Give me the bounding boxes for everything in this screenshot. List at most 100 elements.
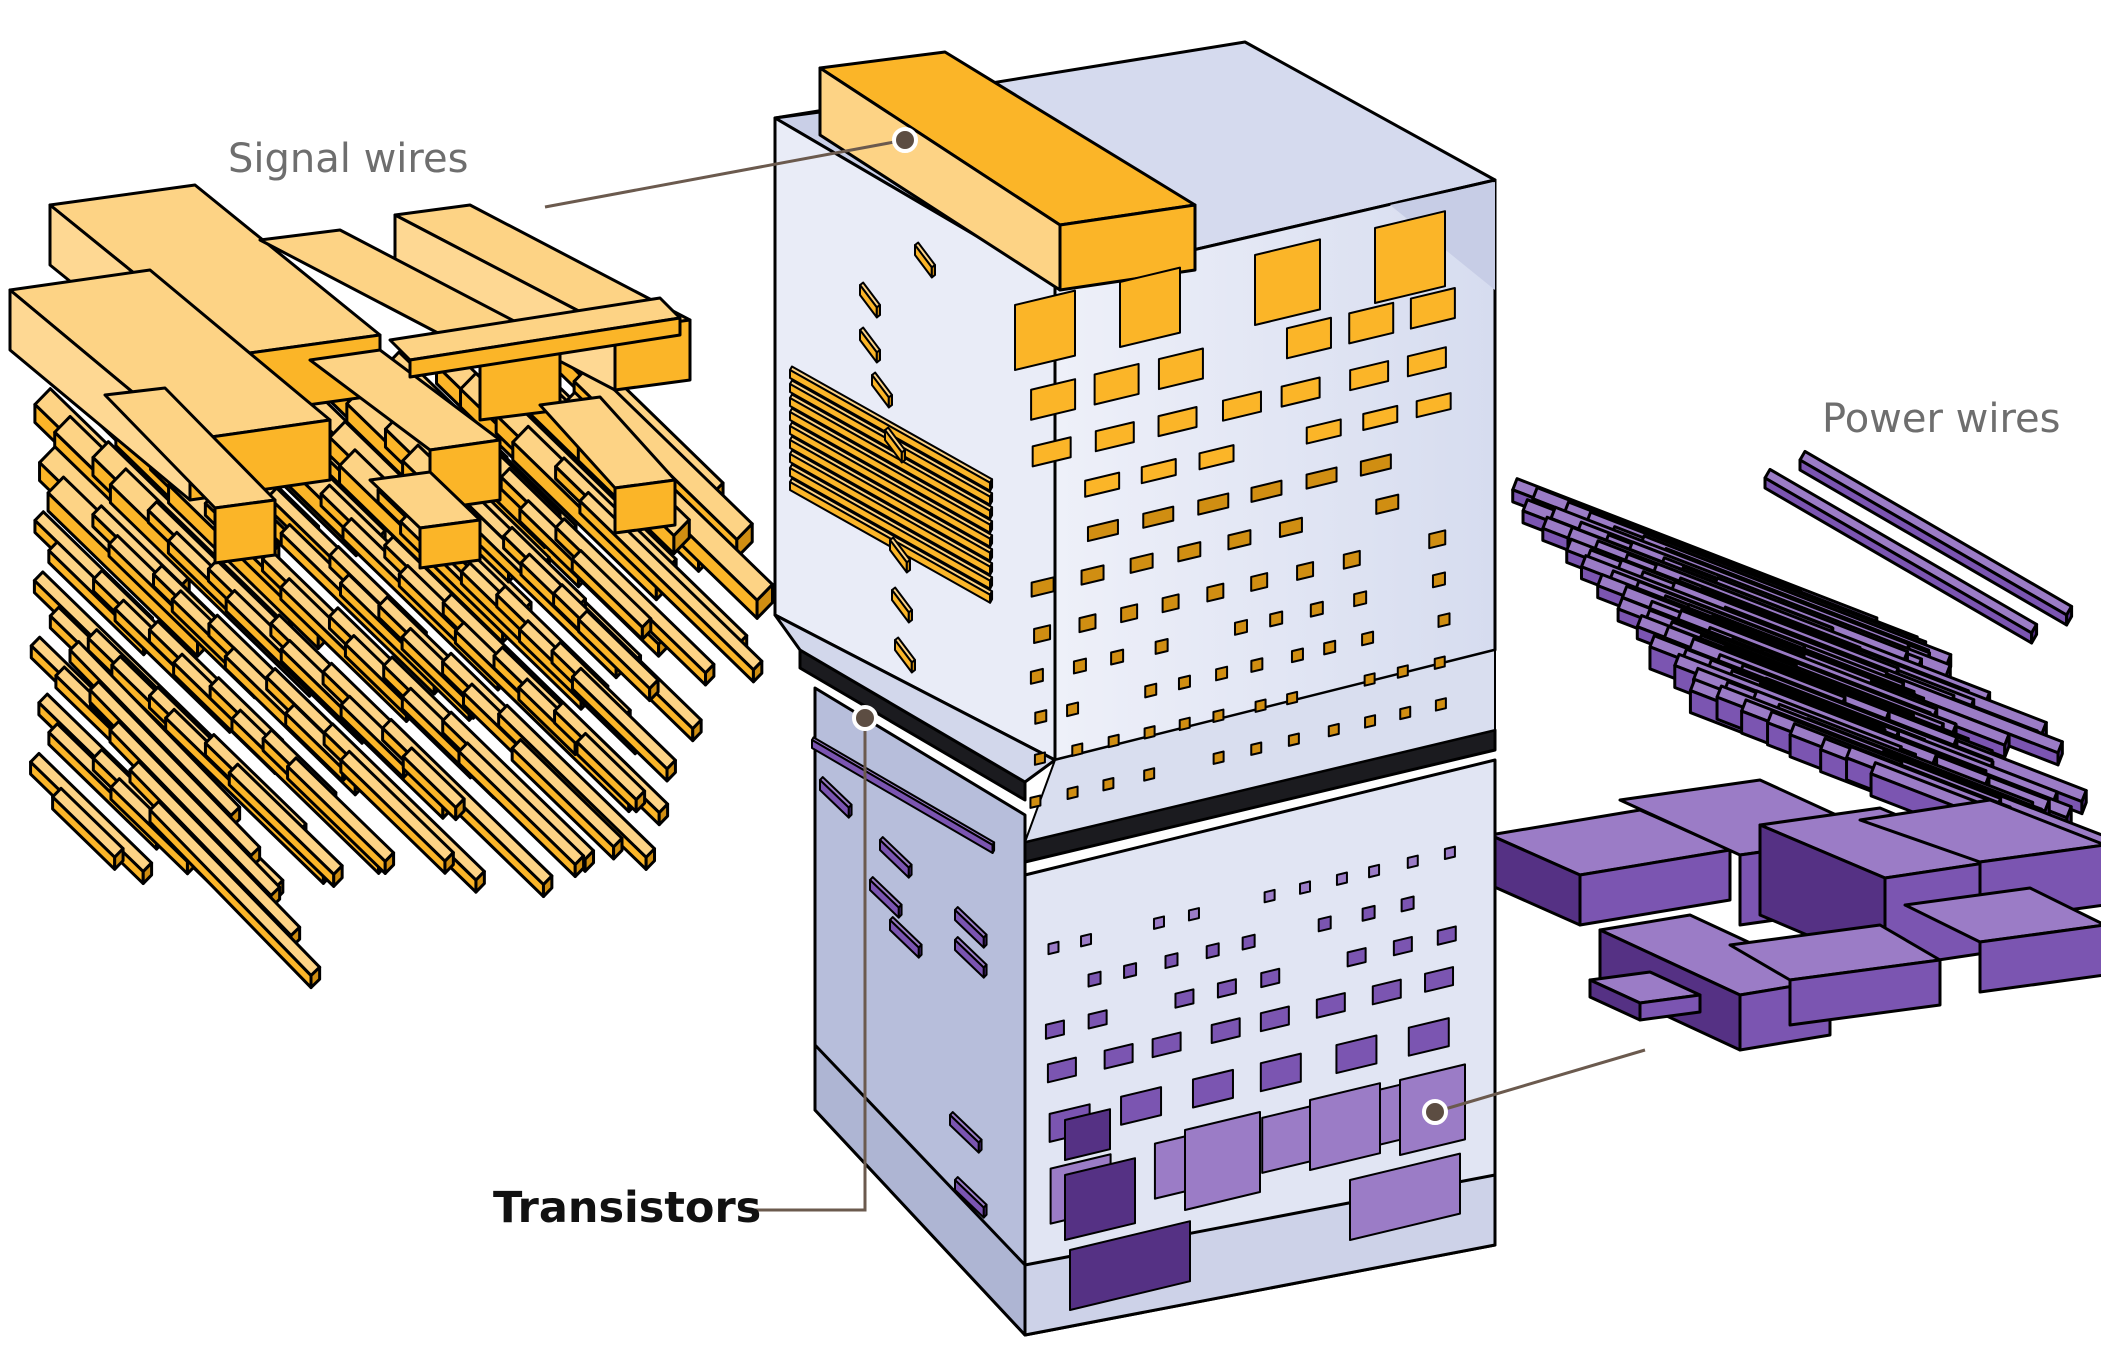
signal-pad bbox=[1348, 301, 1395, 345]
signal-pad bbox=[1102, 776, 1115, 792]
signal-pad bbox=[1285, 316, 1332, 360]
power-pad bbox=[1361, 904, 1376, 922]
signal-wire bbox=[443, 851, 455, 875]
leader-dot-icon bbox=[1422, 1099, 1448, 1125]
power-pad bbox=[1064, 1157, 1136, 1241]
signal-trace bbox=[989, 548, 994, 562]
signal-trace bbox=[910, 659, 916, 674]
signal-wire bbox=[583, 849, 596, 873]
signal-pad bbox=[1030, 378, 1077, 421]
power-wire bbox=[2056, 740, 2064, 767]
signal-pad bbox=[1254, 698, 1267, 713]
signal-pad bbox=[1140, 458, 1177, 485]
signal-pad bbox=[1342, 549, 1361, 570]
signal-pad bbox=[1034, 709, 1048, 725]
signal-pad bbox=[1029, 667, 1044, 685]
signal-trace bbox=[989, 492, 994, 506]
signal-pad bbox=[1066, 785, 1079, 800]
power-pad bbox=[1184, 1111, 1261, 1211]
signal-wire bbox=[644, 847, 657, 871]
power-pad bbox=[1335, 1034, 1378, 1075]
signal-pad bbox=[1072, 657, 1087, 675]
power-pad bbox=[1309, 1082, 1381, 1171]
signal-pad bbox=[1142, 505, 1175, 529]
signal-wire bbox=[573, 854, 586, 879]
signal-pad bbox=[1309, 600, 1324, 618]
transistors-label: Transistors bbox=[493, 1183, 761, 1233]
signal-pad bbox=[1433, 655, 1446, 670]
power-pad bbox=[1069, 1220, 1191, 1311]
signal-pad bbox=[1254, 238, 1321, 326]
signal-trace bbox=[900, 449, 906, 464]
signal-wire bbox=[755, 583, 774, 620]
power-wire bbox=[2065, 604, 2074, 627]
signal-wire bbox=[383, 851, 396, 875]
power-pad bbox=[1187, 907, 1200, 922]
signal-pad bbox=[1409, 287, 1456, 330]
power-trace bbox=[991, 841, 996, 854]
signal-pad bbox=[1198, 444, 1235, 471]
signal-pad bbox=[1033, 624, 1052, 645]
power-pad bbox=[1210, 1017, 1241, 1044]
signal-pad bbox=[1250, 479, 1283, 503]
signal-trace bbox=[875, 304, 881, 319]
signal-pad bbox=[1206, 582, 1225, 603]
signal-pad bbox=[1286, 690, 1299, 706]
signal-pad bbox=[1278, 516, 1303, 539]
signal-pad bbox=[1030, 576, 1055, 598]
signal-pad bbox=[1359, 453, 1392, 477]
signal-pad bbox=[1110, 648, 1125, 666]
power-pad bbox=[1406, 854, 1419, 869]
power-pad bbox=[1368, 863, 1381, 879]
signal-trace bbox=[989, 590, 994, 604]
signal-pad bbox=[1327, 722, 1340, 738]
signal-pad bbox=[1154, 637, 1169, 655]
leader-dot-icon bbox=[892, 127, 918, 153]
power-pad bbox=[1151, 1031, 1182, 1059]
signal-wire-stack bbox=[8, 183, 774, 990]
signal-trace bbox=[989, 520, 994, 534]
signal-trace bbox=[989, 534, 994, 548]
signal-pad bbox=[1094, 421, 1135, 453]
signal-trace bbox=[989, 562, 994, 576]
signal-pad bbox=[1086, 518, 1119, 543]
power-pad bbox=[1087, 970, 1102, 988]
signal-pad bbox=[1250, 741, 1263, 756]
power-pad bbox=[1191, 1068, 1234, 1109]
power-pad bbox=[1315, 992, 1346, 1019]
power-pad bbox=[1174, 988, 1195, 1009]
signal-pad bbox=[1428, 529, 1447, 550]
power-pad bbox=[1349, 1152, 1461, 1241]
signal-trace bbox=[989, 478, 994, 492]
power-pad bbox=[1259, 1005, 1290, 1033]
signal-trace bbox=[930, 264, 936, 279]
power-pad bbox=[1046, 1056, 1077, 1084]
signal-wire bbox=[640, 617, 653, 641]
signal-wire bbox=[113, 847, 125, 871]
power-pad bbox=[1424, 966, 1455, 993]
signal-wire bbox=[703, 662, 716, 687]
power-wire bbox=[2080, 788, 2088, 816]
signal-wire-top-layer bbox=[8, 183, 692, 570]
signal-trace bbox=[905, 559, 911, 574]
signal-pad bbox=[1233, 618, 1248, 636]
power-wire bbox=[1798, 458, 2069, 627]
power-wires-label: Power wires bbox=[1822, 396, 2061, 442]
chip-cross-section bbox=[773, 40, 1497, 1337]
signal-leader-line bbox=[544, 138, 906, 209]
power-pad bbox=[1400, 895, 1415, 913]
signal-pad bbox=[1353, 590, 1368, 608]
signal-pad bbox=[1197, 492, 1230, 516]
signal-wire bbox=[612, 836, 624, 861]
signal-pad bbox=[1084, 471, 1121, 498]
power-pad bbox=[1260, 967, 1281, 989]
signal-pad bbox=[1396, 664, 1409, 679]
signal-wire bbox=[309, 965, 322, 990]
signal-pad bbox=[1144, 682, 1158, 699]
power-pad bbox=[1263, 888, 1276, 904]
signal-pad bbox=[1212, 750, 1225, 765]
signal-pad bbox=[1269, 610, 1284, 628]
signal-pad bbox=[1143, 767, 1156, 782]
power-trace bbox=[917, 943, 923, 959]
